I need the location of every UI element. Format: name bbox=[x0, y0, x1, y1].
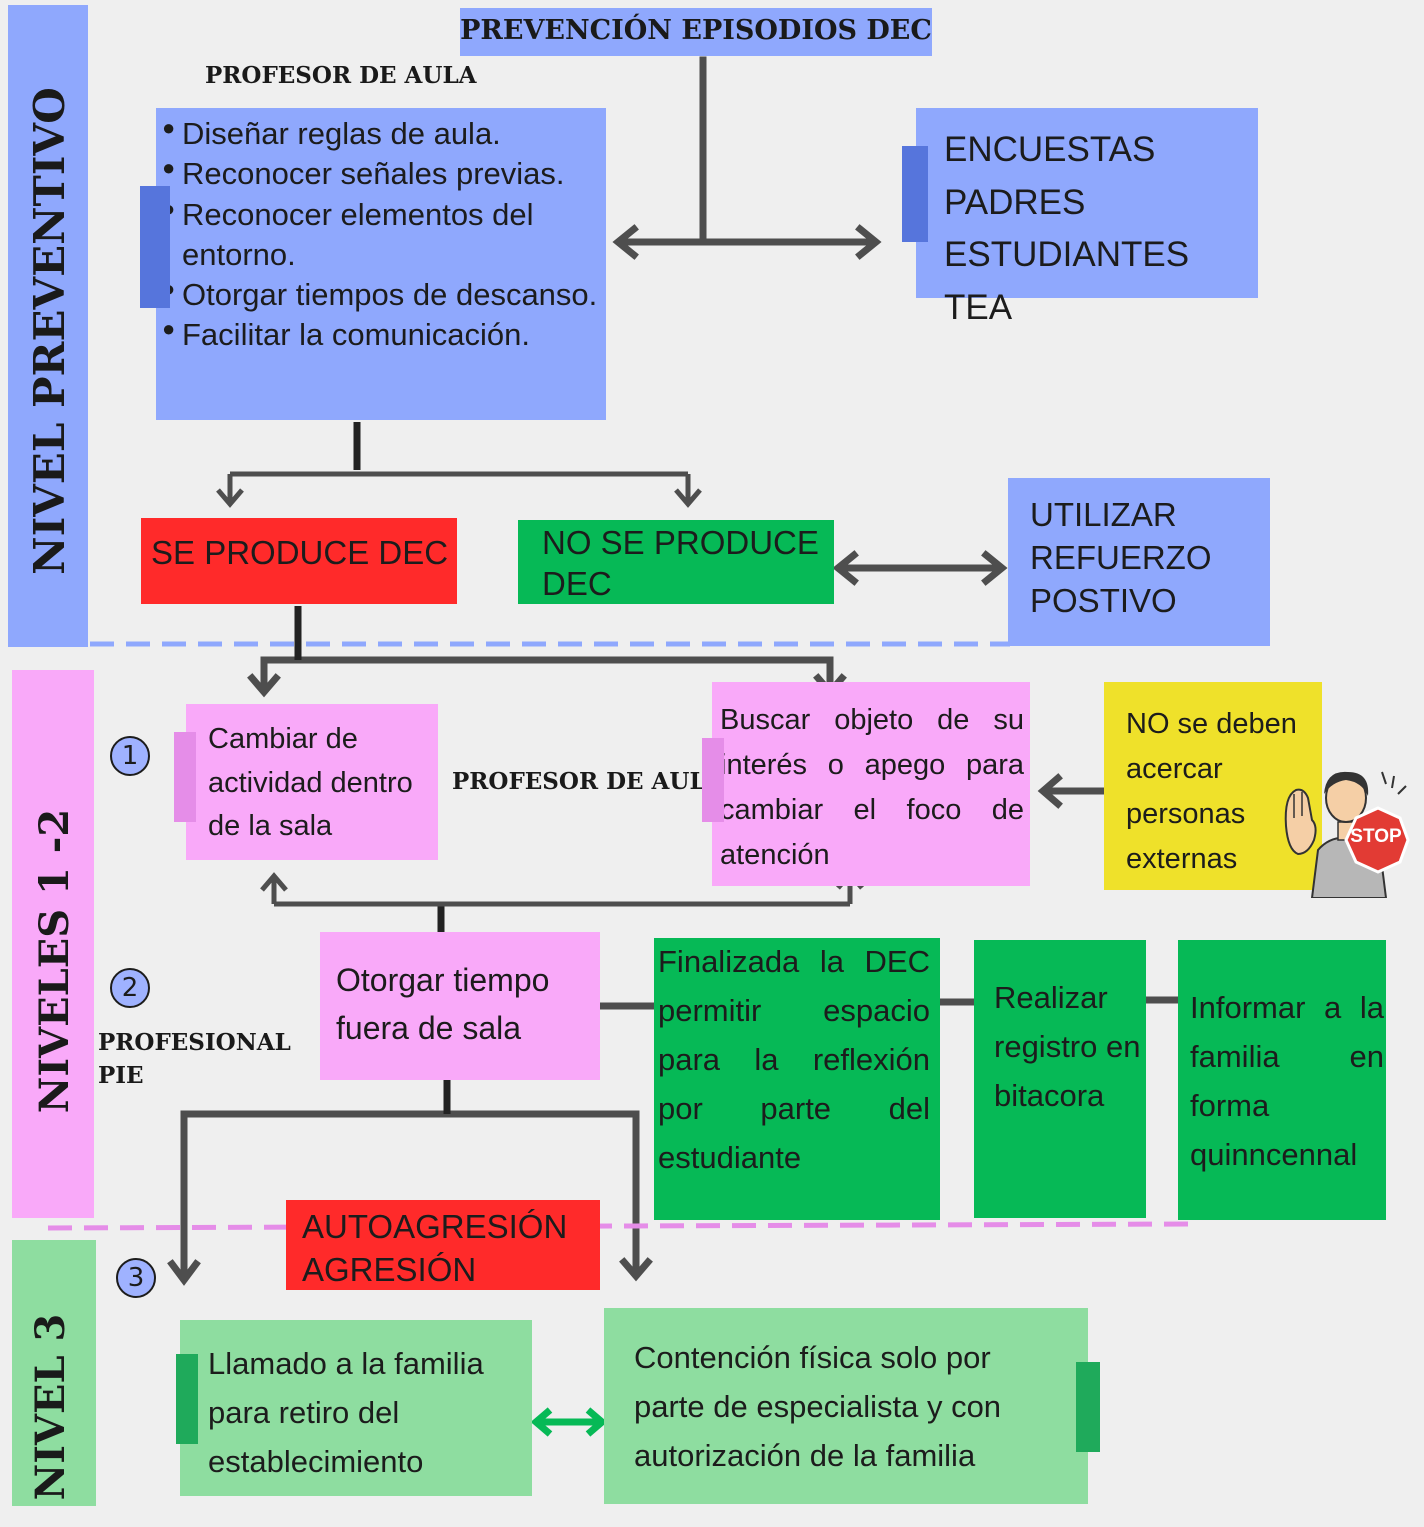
finished-dec-note: Finalizada la DEC permitir espacio para … bbox=[654, 938, 940, 1220]
tape-decoration bbox=[1076, 1362, 1100, 1452]
step-1-badge: 1 bbox=[110, 736, 150, 776]
preventive-action-item: Reconocer señales previas. bbox=[162, 154, 602, 194]
aggression-box: AUTOAGRESIÓN AGRESIÓN bbox=[286, 1200, 600, 1290]
preventive-action-item: Facilitar la comunicación. bbox=[162, 315, 602, 355]
surveys-line: ESTUDIANTES TEA bbox=[944, 235, 1190, 327]
preventive-action-item: Otorgar tiempos de descanso. bbox=[162, 275, 602, 315]
call-family-text: Llamado a la familia para retiro del est… bbox=[208, 1346, 484, 1479]
physical-restraint-note: Contención física solo por parte de espe… bbox=[604, 1308, 1088, 1504]
no-dec-box: NO SE PRODUCE DEC bbox=[518, 520, 834, 604]
tape-decoration bbox=[140, 186, 170, 308]
level-3-band bbox=[12, 1240, 96, 1506]
inform-family-note: Informar a la familia en forma quinncenn… bbox=[1178, 940, 1386, 1220]
teacher-role-label: PROFESOR DE AULA bbox=[205, 62, 477, 89]
pie-label-line: PROFESIONAL bbox=[98, 1029, 291, 1056]
dec-occurs-box: SE PRODUCE DEC bbox=[141, 518, 457, 604]
find-object-text: Buscar objeto de su interés o apego para… bbox=[720, 704, 1024, 871]
preventive-action-item: Diseñar reglas de aula. bbox=[162, 114, 602, 154]
reinforcement-note: UTILIZAR REFUERZO POSTIVO bbox=[1008, 478, 1270, 646]
stop-sign-text: STOP bbox=[1350, 826, 1402, 847]
no-external-note: NO se deben acercar personas externas bbox=[1104, 682, 1322, 890]
no-external-line: acercar bbox=[1126, 752, 1223, 785]
teacher-role-label-2: PROFESOR DE AULA bbox=[452, 768, 724, 795]
call-family-note: Llamado a la familia para retiro del est… bbox=[180, 1320, 532, 1496]
tape-decoration bbox=[902, 146, 928, 242]
finished-dec-text: Finalizada la DEC permitir espacio para … bbox=[658, 944, 930, 1175]
aggression-line: AUTOAGRESIÓN bbox=[302, 1208, 568, 1245]
find-object-note: Buscar objeto de su interés o apego para… bbox=[712, 682, 1030, 886]
dec-occurs-label: SE PRODUCE DEC bbox=[151, 534, 449, 571]
change-activity-text: Cambiar de actividad dentro de la sala bbox=[208, 723, 413, 842]
no-dec-label: NO SE PRODUCE DEC bbox=[542, 524, 819, 603]
surveys-note: ENCUESTAS PADRES ESTUDIANTES TEA bbox=[916, 108, 1258, 327]
time-out-text: Otorgar tiempo fuera de sala bbox=[336, 962, 550, 1046]
tape-decoration bbox=[174, 732, 196, 822]
reinforcement-line: UTILIZAR bbox=[1030, 496, 1177, 533]
change-activity-note: Cambiar de actividad dentro de la sala bbox=[186, 704, 438, 860]
stop-person-illustration bbox=[1284, 771, 1410, 898]
levels-1-2-band bbox=[12, 670, 94, 1218]
physical-restraint-text: Contención física solo por parte de espe… bbox=[634, 1340, 1002, 1473]
reinforcement-line: REFUERZO bbox=[1030, 538, 1212, 576]
pie-label-line: PIE bbox=[98, 1062, 144, 1090]
register-note: Realizar registro en bitacora bbox=[974, 940, 1146, 1218]
main-title: PREVENCIÓN EPISODIOS DEC bbox=[460, 15, 932, 46]
time-out-note: Otorgar tiempo fuera de sala bbox=[320, 932, 600, 1080]
tape-decoration bbox=[176, 1354, 198, 1444]
aggression-line: AGRESIÓN bbox=[302, 1250, 477, 1288]
no-external-line: NO se deben bbox=[1126, 708, 1297, 740]
surveys-line: PADRES bbox=[944, 182, 1086, 222]
main-title-box bbox=[460, 8, 932, 56]
surveys-line: ENCUESTAS bbox=[944, 130, 1156, 169]
step-3-badge: 3 bbox=[116, 1258, 156, 1298]
pie-professional-label: PROFESIONAL PIE bbox=[98, 1026, 291, 1093]
register-text: Realizar registro en bitacora bbox=[994, 980, 1141, 1113]
inform-family-text: Informar a la familia en forma quinncenn… bbox=[1190, 990, 1384, 1172]
tape-decoration bbox=[702, 738, 724, 822]
reinforcement-line: POSTIVO bbox=[1030, 581, 1177, 619]
preventive-level-band bbox=[8, 5, 88, 647]
preventive-actions-list: Diseñar reglas de aula. Reconocer señale… bbox=[162, 114, 602, 356]
step-2-badge: 2 bbox=[110, 968, 150, 1008]
no-external-line: personas bbox=[1126, 797, 1246, 830]
preventive-actions-note: Diseñar reglas de aula. Reconocer señale… bbox=[156, 108, 606, 420]
preventive-action-item: Reconocer elementos del entorno. bbox=[162, 195, 602, 276]
no-external-line: externas bbox=[1126, 842, 1238, 875]
